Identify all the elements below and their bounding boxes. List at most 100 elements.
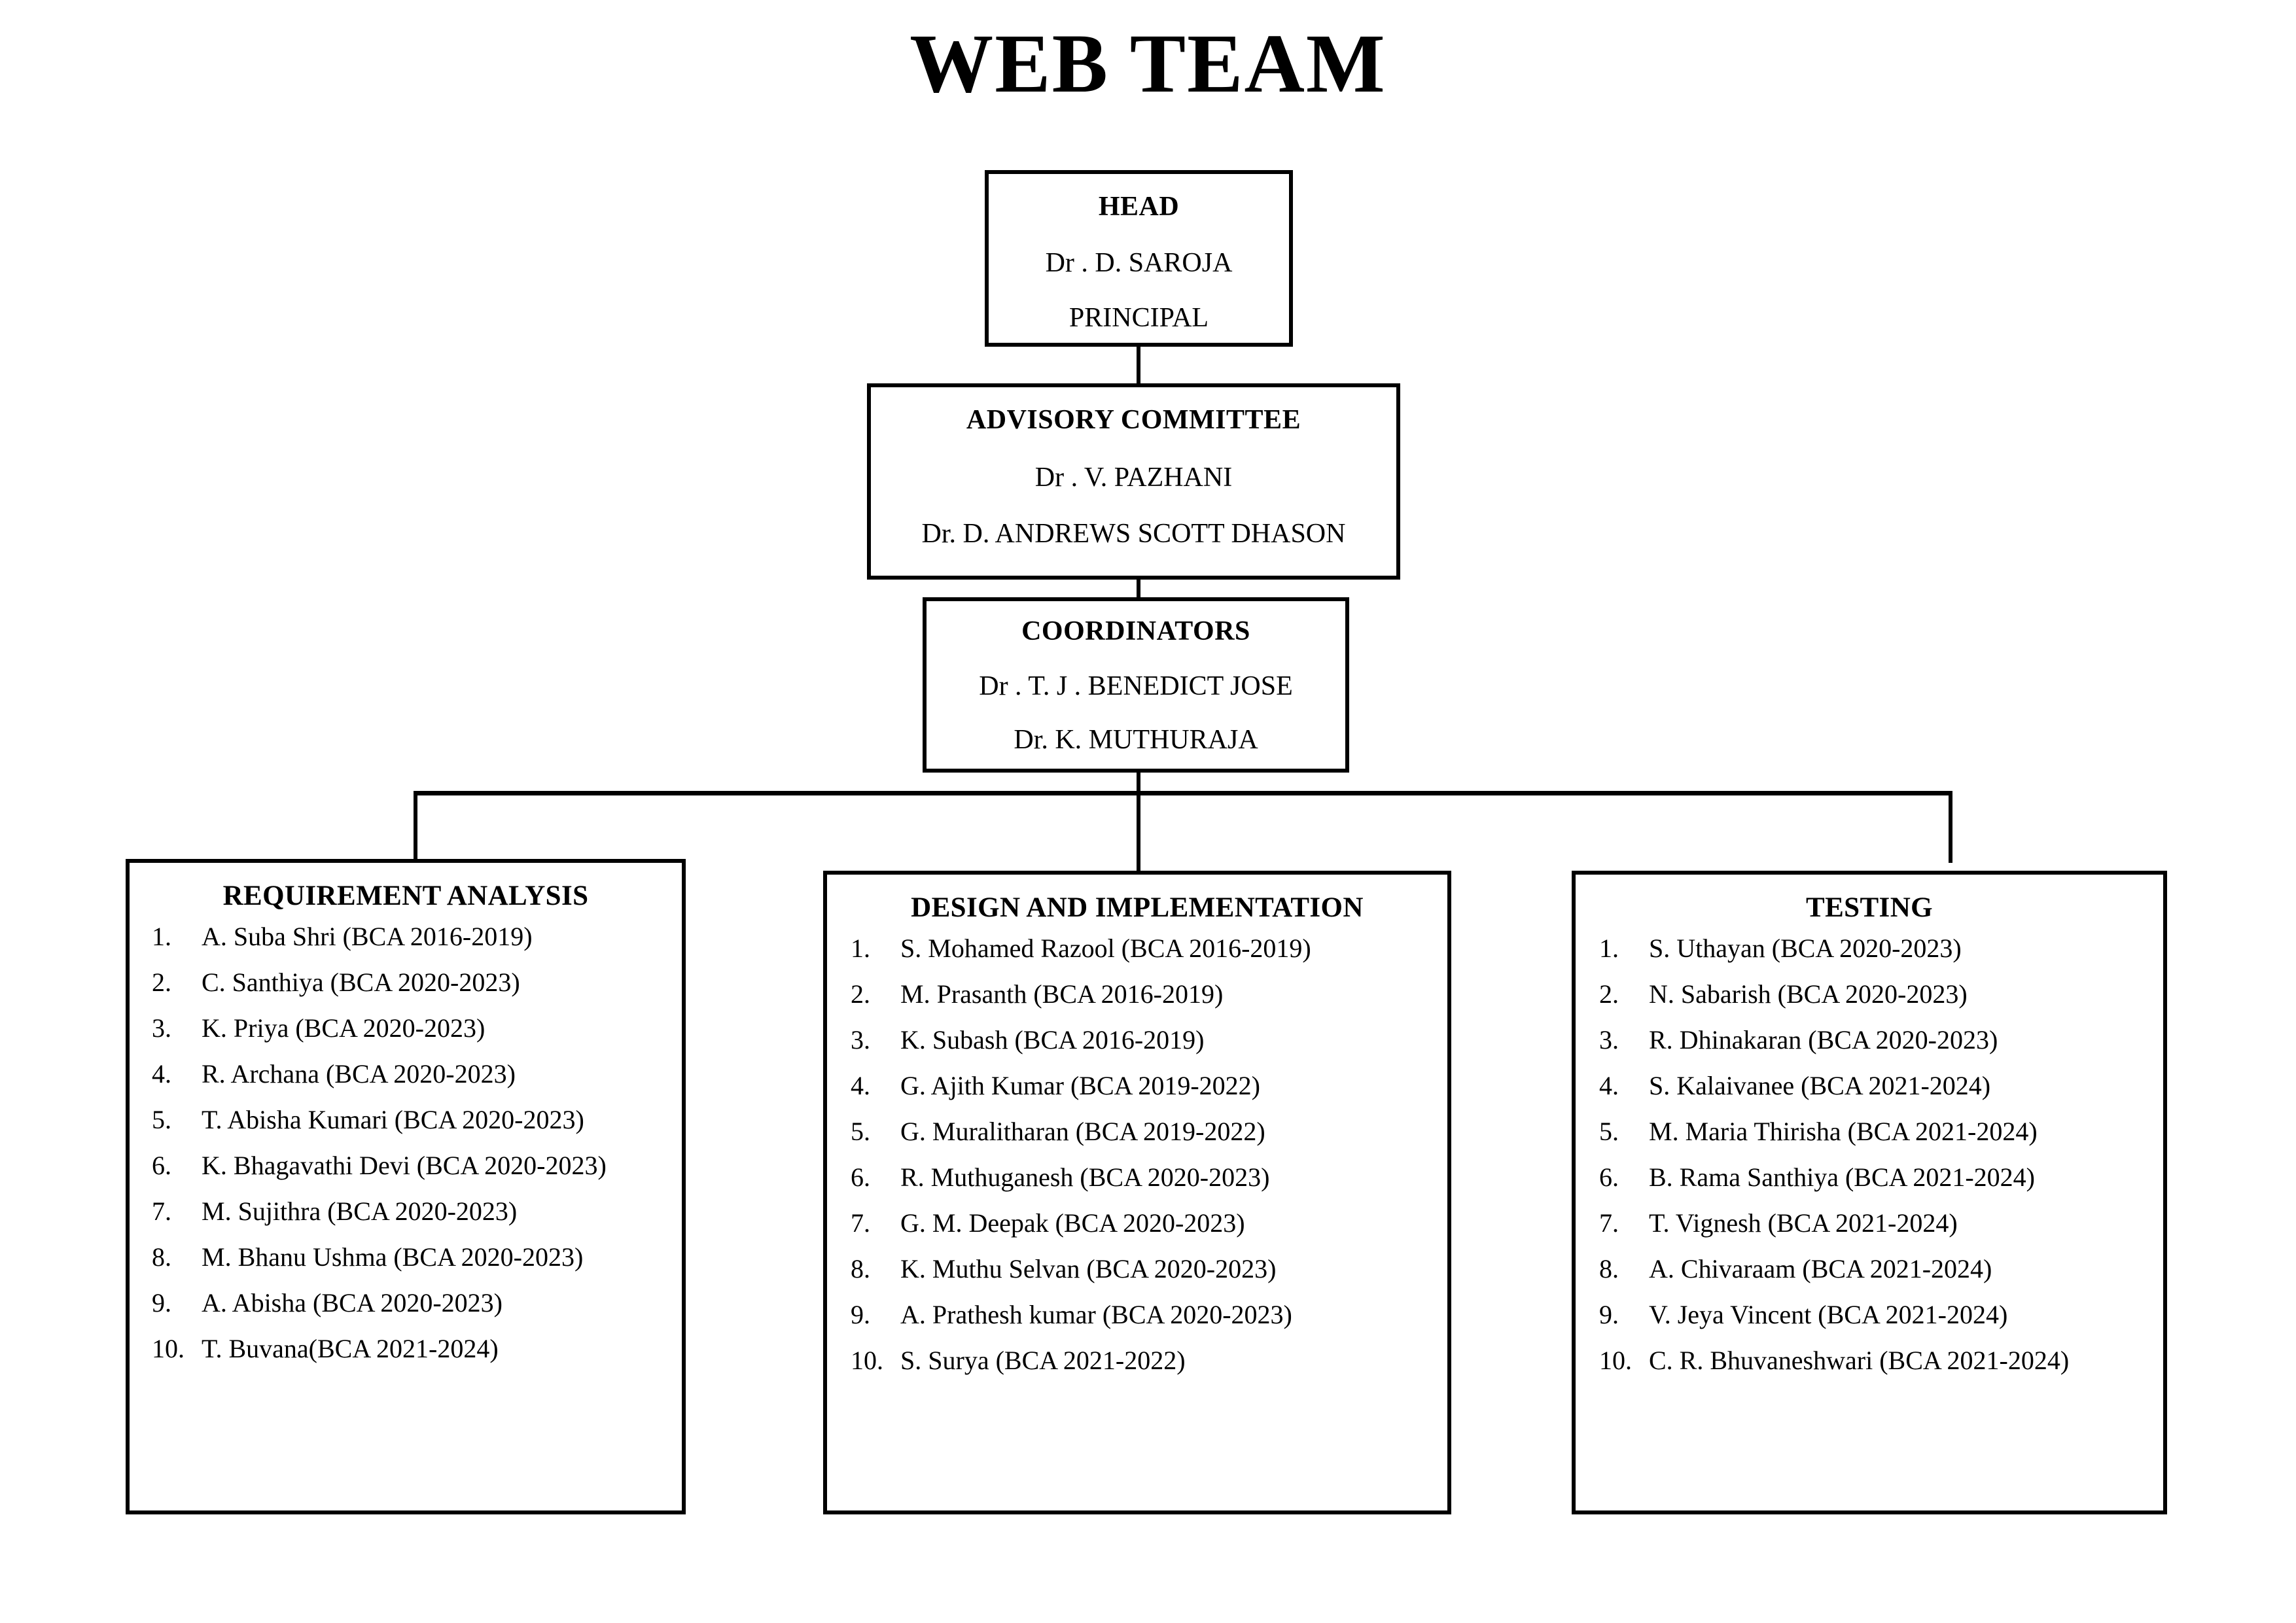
list-item-number: 9. [1599,1300,1619,1329]
list-item: 7. M. Sujithra (BCA 2020-2023) [152,1198,682,1225]
list-item-number: 2. [152,968,171,997]
team-column-design-and-implementation: DESIGN AND IMPLEMENTATION 1. S. Mohamed R… [823,871,1451,1514]
list-item: 2. M. Prasanth (BCA 2016-2019) [851,981,1447,1007]
team-column-testing: TESTING 1. S. Uthayan (BCA 2020-2023) 2.N.… [1572,871,2167,1514]
list-item: 10. S. Surya (BCA 2021-2022) [851,1348,1447,1374]
list-item: 6.K. Bhagavathi Devi (BCA 2020-2023) [152,1153,682,1179]
list-item-name: C. Santhiya (BCA 2020-2023) [202,968,520,997]
list-item: 5. G. Muralitharan (BCA 2019-2022) [851,1119,1447,1145]
list-item-number: 10. [1599,1346,1632,1375]
list-item-name: C. R. Bhuvaneshwari (BCA 2021-2024) [1649,1346,2070,1375]
list-item: 5. M. Maria Thirisha (BCA 2021-2024) [1599,1119,2163,1145]
list-item: 4. R. Archana (BCA 2020-2023) [152,1061,682,1087]
connector-advisory-to-coordinators [1137,580,1140,599]
list-item-number: 8. [851,1254,870,1283]
list-item-number: 3. [152,1013,171,1043]
column-title: TESTING [1806,892,1933,923]
list-item-number: 6. [1599,1162,1619,1192]
list-item: 1. S. Mohamed Razool (BCA 2016-2019) [851,935,1447,962]
connector-drop-testing [1949,791,1952,863]
list-item-name: M. Maria Thirisha (BCA 2021-2024) [1649,1117,2038,1146]
list-item-name: K. Bhagavathi Devi (BCA 2020-2023) [202,1151,607,1180]
list-item-name: R. Muthuganesh (BCA 2020-2023) [900,1162,1270,1192]
node-head: HEAD Dr . D. SAROJA PRINCIPAL [985,170,1293,347]
list-item-name: G. Muralitharan (BCA 2019-2022) [900,1117,1265,1146]
list-item-number: 10. [152,1334,185,1363]
member-list: 1. S. Uthayan (BCA 2020-2023) 2.N. Sabaris… [1576,935,2163,1374]
list-item-name: T. Buvana(BCA 2021-2024) [202,1334,499,1363]
list-item-number: 4. [152,1059,171,1089]
list-item-number: 3. [851,1025,870,1055]
list-item: 1. S. Uthayan (BCA 2020-2023) [1599,935,2163,962]
list-item: 9. A. Abisha (BCA 2020-2023) [152,1290,682,1316]
connector-coordinators-to-bus [1137,773,1140,795]
list-item-name: K. Priya (BCA 2020-2023) [202,1013,486,1043]
list-item-number: 10. [851,1346,883,1375]
list-item-name: G. M. Deepak (BCA 2020-2023) [900,1208,1245,1238]
list-item: 6. R. Muthuganesh (BCA 2020-2023) [851,1164,1447,1191]
list-item: 9. V. Jeya Vincent (BCA 2021-2024) [1599,1302,2163,1328]
list-item: 7. T. Vignesh (BCA 2021-2024) [1599,1210,2163,1236]
connector-horizontal-bus [414,791,1952,795]
list-item-name: R. Dhinakaran (BCA 2020-2023) [1649,1025,1998,1055]
list-item-name: S. Mohamed Razool (BCA 2016-2019) [900,934,1311,963]
node-advisory-committee: ADVISORY COMMITTEE Dr . V. PAZHANI Dr. D… [867,383,1400,580]
list-item: 4.G. Ajith Kumar (BCA 2019-2022) [851,1073,1447,1099]
list-item-number: 7. [1599,1208,1619,1238]
list-item-number: 7. [851,1208,870,1238]
list-item-name: S. Uthayan (BCA 2020-2023) [1649,934,1962,963]
list-item-number: 1. [1599,934,1619,963]
list-item-number: 9. [152,1288,171,1318]
list-item: 8. K. Muthu Selvan (BCA 2020-2023) [851,1256,1447,1282]
list-item-name: S. Kalaivanee (BCA 2021-2024) [1649,1071,1991,1100]
list-item-number: 5. [152,1105,171,1134]
list-item-name: T. Vignesh (BCA 2021-2024) [1649,1208,1958,1238]
member-list: 1. S. Mohamed Razool (BCA 2016-2019) 2. M. … [827,935,1447,1374]
list-item-name: M. Sujithra (BCA 2020-2023) [202,1196,518,1226]
list-item-name: V. Jeya Vincent (BCA 2021-2024) [1649,1300,2008,1329]
list-item-number: 1. [851,934,870,963]
list-item: 9. A. Prathesh kumar (BCA 2020-2023) [851,1302,1447,1328]
page-title: WEB TEAM [910,17,1386,110]
list-item-name: K. Muthu Selvan (BCA 2020-2023) [900,1254,1277,1283]
list-item-name: T. Abisha Kumari (BCA 2020-2023) [202,1105,584,1134]
team-column-requirement-analysis: REQUIREMENT ANALYSIS 1. A. Suba Shri (BCA… [126,859,686,1514]
node-coordinators-title: COORDINATORS [1021,616,1250,646]
list-item-number: 6. [851,1162,870,1192]
list-item-name: M. Prasanth (BCA 2016-2019) [900,979,1224,1009]
list-item-name: M. Bhanu Ushma (BCA 2020-2023) [202,1242,584,1272]
node-coordinators: COORDINATORS Dr . T. J . BENEDICT JOSE D… [923,597,1349,773]
connector-drop-requirement-analysis [414,791,417,862]
list-item-number: 4. [1599,1071,1619,1100]
list-item-name: A. Suba Shri (BCA 2016-2019) [202,922,533,951]
list-item-name: A. Abisha (BCA 2020-2023) [202,1288,503,1318]
list-item: 3. K. Subash (BCA 2016-2019) [851,1027,1447,1053]
node-advisory-person-1: Dr . V. PAZHANI [1034,462,1233,493]
list-item-number: 8. [152,1242,171,1272]
connector-drop-design-implementation [1137,791,1140,873]
node-head-person-2: PRINCIPAL [1069,303,1209,333]
list-item-number: 7. [152,1196,171,1226]
list-item: 8.A. Chivaraam (BCA 2021-2024) [1599,1256,2163,1282]
list-item-number: 2. [851,979,870,1009]
list-item-number: 5. [851,1117,870,1146]
list-item: 3.R. Dhinakaran (BCA 2020-2023) [1599,1027,2163,1053]
list-item-name: R. Archana (BCA 2020-2023) [202,1059,516,1089]
list-item-number: 9. [851,1300,870,1329]
list-item: 1. A. Suba Shri (BCA 2016-2019) [152,924,682,950]
column-title: DESIGN AND IMPLEMENTATION [911,892,1364,923]
list-item-name: G. Ajith Kumar (BCA 2019-2022) [900,1071,1260,1100]
node-advisory-title: ADVISORY COMMITTEE [966,405,1301,435]
list-item-name: K. Subash (BCA 2016-2019) [900,1025,1205,1055]
list-item-name: B. Rama Santhiya (BCA 2021-2024) [1649,1162,2035,1192]
column-title: REQUIREMENT ANALYSIS [222,881,589,911]
list-item-number: 5. [1599,1117,1619,1146]
list-item-number: 1. [152,922,171,951]
list-item-name: A. Prathesh kumar (BCA 2020-2023) [900,1300,1292,1329]
node-advisory-person-2: Dr. D. ANDREWS SCOTT DHASON [921,519,1346,549]
list-item: 2.N. Sabarish (BCA 2020-2023) [1599,981,2163,1007]
node-head-title: HEAD [1098,192,1180,222]
list-item-name: S. Surya (BCA 2021-2022) [900,1346,1186,1375]
list-item-name: A. Chivaraam (BCA 2021-2024) [1649,1254,1992,1283]
